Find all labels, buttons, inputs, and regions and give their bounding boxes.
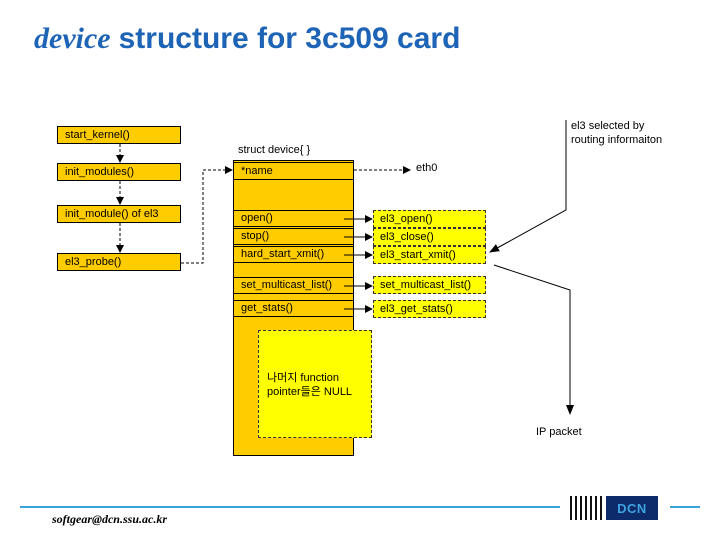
struct-field-get-stats: get_stats() [233, 300, 354, 317]
call-start-kernel: start_kernel() [57, 126, 181, 144]
arrow-probe-to-struct [181, 166, 233, 264]
title-rest: structure for 3c509 card [118, 22, 461, 55]
selected-annotation: el3 selected by routing informaiton [571, 120, 662, 148]
call-el3-probe: el3_probe() [57, 253, 181, 271]
selected-line-2: routing informaiton [571, 133, 663, 146]
footer-line-left [20, 506, 560, 508]
footer-email: softgear@dcn.ssu.ac.kr [52, 512, 167, 526]
struct-header: struct device{ } [238, 144, 311, 156]
func-set-multicast-list: set_multicast_list() [373, 276, 486, 294]
arrow-routing-select [489, 120, 567, 253]
logo-text: DCN [606, 496, 658, 520]
note-line-2: pointer들은 NULL [267, 386, 353, 399]
ip-packet-label: IP packet [536, 426, 582, 438]
note-line-1: 나머지 function [267, 372, 339, 384]
arrow-ip-packet [493, 264, 574, 415]
call-init-module-el3: init_module() of el3 [57, 205, 181, 223]
call-init-modules: init_modules() [57, 163, 181, 181]
eth0-label: eth0 [416, 162, 438, 174]
title-italic: device [34, 22, 111, 55]
func-el3-open: el3_open() [373, 210, 486, 228]
null-pointers-note: 나머지 function pointer들은 NULL [258, 330, 372, 438]
dcn-logo: DCN [570, 496, 658, 520]
footer-line-right [670, 506, 700, 508]
logo-bars [570, 496, 602, 520]
func-el3-close: el3_close() [373, 228, 486, 246]
selected-line-1: el3 selected by [571, 120, 645, 132]
func-el3-get-stats: el3_get_stats() [373, 300, 486, 318]
struct-field-name: *name [233, 162, 354, 180]
func-el3-start-xmit: el3_start_xmit() [373, 246, 486, 264]
struct-field-stop: stop() [233, 228, 354, 245]
